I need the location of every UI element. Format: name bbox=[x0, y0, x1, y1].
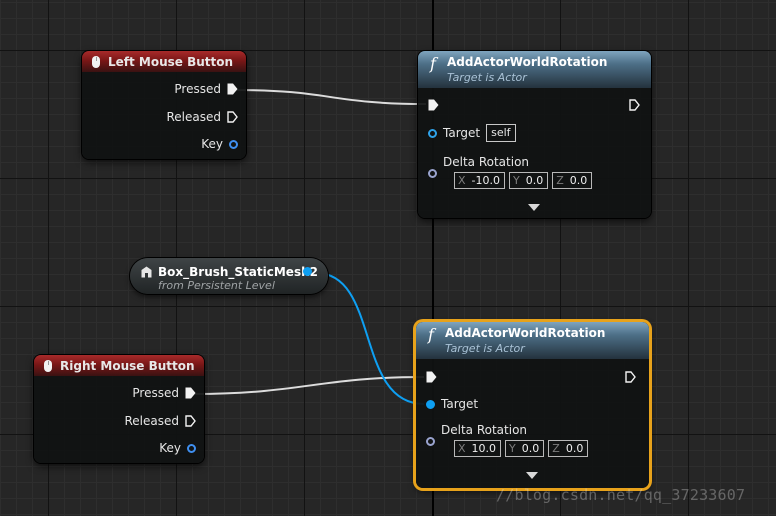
node-title: Box_Brush_StaticMesh2 bbox=[158, 265, 318, 279]
pin-label: Released bbox=[124, 414, 179, 428]
delta-rotation-pin[interactable]: Delta Rotation bbox=[428, 155, 535, 178]
key-pin-icon[interactable] bbox=[229, 139, 238, 149]
node-subtitle: Target is Actor bbox=[447, 71, 527, 84]
rotator-pin-icon[interactable] bbox=[428, 169, 437, 178]
node-title: Left Mouse Button bbox=[108, 54, 234, 69]
graph-origin-axis bbox=[432, 0, 434, 516]
add-actor-world-rotation-node-top[interactable]: f AddActorWorldRotation Target is Actor … bbox=[418, 51, 651, 218]
exec-in-pin-icon[interactable] bbox=[428, 99, 439, 111]
wire-mesh-to-target[interactable] bbox=[315, 272, 425, 405]
pin-label: Delta Rotation bbox=[441, 423, 528, 437]
exec-in-pin-icon[interactable] bbox=[426, 371, 437, 383]
key-pin-icon[interactable] bbox=[187, 443, 196, 453]
pressed-pin[interactable]: Pressed bbox=[126, 386, 196, 400]
pin-label: Target bbox=[441, 397, 479, 411]
pressed-pin[interactable]: Pressed bbox=[168, 82, 238, 96]
node-subtitle: from Persistent Level bbox=[158, 279, 275, 292]
target-self-field[interactable]: self bbox=[486, 124, 516, 142]
exec-pin-empty-icon[interactable] bbox=[227, 111, 238, 123]
node-header: Left Mouse Button bbox=[82, 51, 246, 72]
pin-label: Pressed bbox=[174, 82, 221, 96]
pin-label: Pressed bbox=[132, 386, 179, 400]
object-pin-icon[interactable] bbox=[428, 128, 437, 138]
exec-out-pin-icon[interactable] bbox=[625, 371, 636, 383]
node-title: Right Mouse Button bbox=[60, 358, 195, 373]
left-mouse-button-event-node[interactable]: Left Mouse Button Pressed Released Key bbox=[82, 51, 246, 159]
function-icon: f bbox=[430, 54, 436, 73]
wire-left-pressed-to-exec[interactable] bbox=[235, 89, 427, 105]
pin-label: Key bbox=[159, 441, 181, 455]
exec-pin-empty-icon[interactable] bbox=[185, 415, 196, 427]
node-header: Right Mouse Button bbox=[34, 355, 204, 376]
pin-label: Released bbox=[166, 110, 221, 124]
expand-chevron-icon[interactable] bbox=[528, 204, 540, 211]
right-mouse-button-event-node[interactable]: Right Mouse Button Pressed Released Key bbox=[34, 355, 204, 463]
add-actor-world-rotation-node-bottom[interactable]: f AddActorWorldRotation Target is Actor … bbox=[416, 322, 649, 488]
rotator-pin-icon[interactable] bbox=[426, 437, 435, 446]
pin-label: Target bbox=[443, 126, 481, 140]
pin-label: Delta Rotation bbox=[443, 155, 530, 169]
exec-pin-filled-icon[interactable] bbox=[227, 83, 238, 95]
target-pin[interactable]: Target self bbox=[428, 124, 516, 142]
wire-right-pressed-to-exec[interactable] bbox=[193, 376, 425, 395]
node-header: f AddActorWorldRotation Target is Actor bbox=[416, 322, 649, 359]
mouse-icon bbox=[44, 359, 52, 372]
watermark: //blog.csdn.net/qq_37233607 bbox=[496, 486, 746, 504]
rotation-x-field[interactable]: X-10.0 bbox=[454, 172, 506, 189]
exec-pin-filled-icon[interactable] bbox=[185, 387, 196, 399]
key-pin[interactable]: Key bbox=[153, 441, 196, 455]
released-pin[interactable]: Released bbox=[160, 110, 238, 124]
node-title: AddActorWorldRotation bbox=[445, 326, 606, 340]
object-pin-icon[interactable] bbox=[426, 399, 435, 409]
target-pin[interactable]: Target bbox=[426, 397, 484, 411]
mouse-icon bbox=[92, 55, 100, 68]
function-icon: f bbox=[428, 325, 434, 344]
pin-label: Key bbox=[201, 137, 223, 151]
object-output-pin-icon[interactable] bbox=[303, 267, 312, 276]
node-subtitle: Target is Actor bbox=[445, 342, 525, 355]
node-title: AddActorWorldRotation bbox=[447, 55, 608, 69]
actor-icon bbox=[141, 266, 152, 278]
box-brush-static-mesh-reference-node[interactable]: Box_Brush_StaticMesh2 from Persistent Le… bbox=[130, 258, 328, 294]
delta-rotation-pin[interactable]: Delta Rotation bbox=[426, 423, 533, 446]
node-header: f AddActorWorldRotation Target is Actor bbox=[418, 51, 651, 88]
exec-out-pin-icon[interactable] bbox=[629, 99, 640, 111]
key-pin[interactable]: Key bbox=[195, 137, 238, 151]
expand-chevron-icon[interactable] bbox=[526, 472, 538, 479]
released-pin[interactable]: Released bbox=[118, 414, 196, 428]
